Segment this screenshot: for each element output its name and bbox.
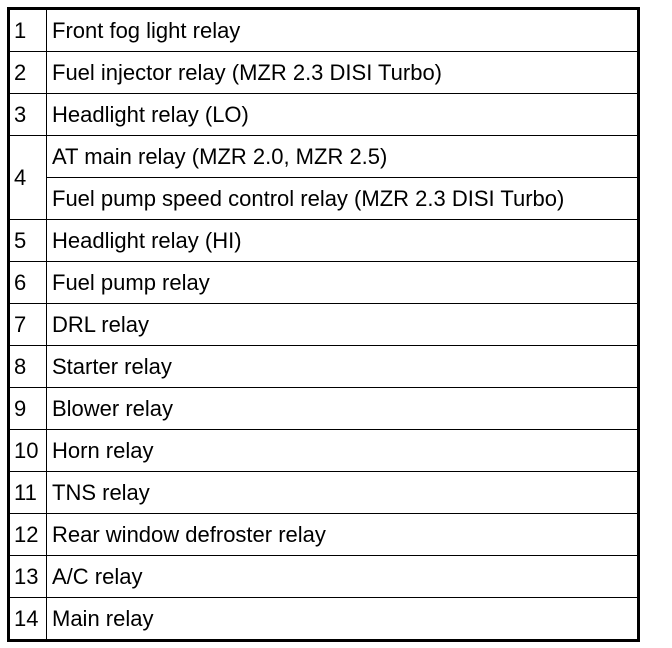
row-number: 6: [8, 261, 47, 304]
relay-table: 1 Front fog light relay 2 Fuel injector …: [7, 7, 640, 642]
row-number: 9: [8, 387, 47, 430]
table-row: 5 Headlight relay (HI): [8, 219, 639, 262]
relay-description: AT main relay (MZR 2.0, MZR 2.5): [46, 135, 639, 178]
relay-description: Horn relay: [46, 429, 639, 472]
table-row: 2 Fuel injector relay (MZR 2.3 DISI Turb…: [8, 51, 639, 94]
relay-description: Headlight relay (HI): [46, 219, 639, 262]
row-number: 8: [8, 345, 47, 388]
relay-description: Starter relay: [46, 345, 639, 388]
relay-description: Fuel pump speed control relay (MZR 2.3 D…: [46, 177, 639, 220]
row-number: 14: [8, 597, 47, 641]
table-row: 11 TNS relay: [8, 471, 639, 514]
table-row: 9 Blower relay: [8, 387, 639, 430]
relay-description: A/C relay: [46, 555, 639, 598]
row-number: 13: [8, 555, 47, 598]
table-row: 13 A/C relay: [8, 555, 639, 598]
relay-description: TNS relay: [46, 471, 639, 514]
relay-table-body: 1 Front fog light relay 2 Fuel injector …: [8, 8, 639, 641]
row-number: 1: [8, 8, 47, 52]
row-number: 11: [8, 471, 47, 514]
row-number: 3: [8, 93, 47, 136]
relay-description: Blower relay: [46, 387, 639, 430]
table-row: 10 Horn relay: [8, 429, 639, 472]
table-row: 8 Starter relay: [8, 345, 639, 388]
relay-description: Front fog light relay: [46, 8, 639, 52]
relay-description: Headlight relay (LO): [46, 93, 639, 136]
row-number: 12: [8, 513, 47, 556]
row-number: 4: [8, 135, 47, 220]
relay-description: Rear window defroster relay: [46, 513, 639, 556]
table-row: 1 Front fog light relay: [8, 8, 639, 52]
table-row: 4 AT main relay (MZR 2.0, MZR 2.5): [8, 135, 639, 220]
table-row: 6 Fuel pump relay: [8, 261, 639, 304]
table-row: 14 Main relay: [8, 597, 639, 641]
relay-description: DRL relay: [46, 303, 639, 346]
table-row: 7 DRL relay: [8, 303, 639, 346]
row-number: 2: [8, 51, 47, 94]
row-number: 7: [8, 303, 47, 346]
row-number: 10: [8, 429, 47, 472]
relay-description: Main relay: [46, 597, 639, 641]
relay-description: Fuel pump relay: [46, 261, 639, 304]
relay-description: Fuel injector relay (MZR 2.3 DISI Turbo): [46, 51, 639, 94]
table-row: 3 Headlight relay (LO): [8, 93, 639, 136]
row-number: 5: [8, 219, 47, 262]
table-row: 12 Rear window defroster relay: [8, 513, 639, 556]
table-row: Fuel pump speed control relay (MZR 2.3 D…: [9, 177, 639, 220]
